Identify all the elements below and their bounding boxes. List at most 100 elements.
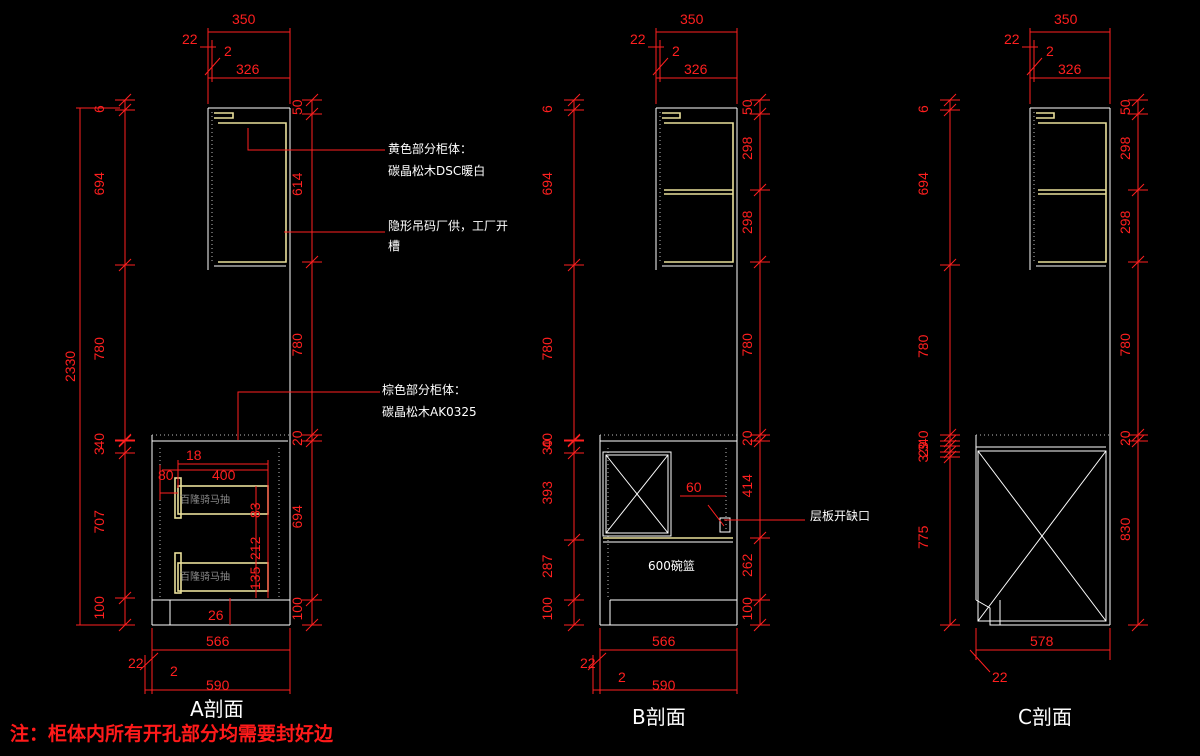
section-b-upper-cabinet [659, 112, 734, 267]
dim-c-bottom-578: 578 [1030, 633, 1054, 649]
section-c-title: C剖面 [1018, 705, 1072, 729]
b-right-dim-6: 262 [739, 553, 755, 577]
b-left-dim-1: 694 [539, 172, 555, 196]
section-a-bottom-dims: 566 22 2 590 [128, 628, 291, 694]
b-right-dim-2: 298 [739, 210, 755, 234]
a-left-dim-1: 694 [91, 172, 107, 196]
a-left-dim-0: 6 [91, 105, 107, 113]
c-left-dim-5: 29 [915, 441, 931, 457]
dim-a-83: 83 [247, 502, 263, 518]
section-a-overall-height: 2330 [62, 107, 120, 626]
c-left-dim-6: 3 [915, 455, 931, 463]
dim-a-135: 135 [247, 566, 263, 590]
section-a-right-dims: 50 614 780 20 694 100 [289, 93, 322, 632]
a-left-dim-4: 3 [91, 447, 107, 455]
b-left-dim-5: 393 [539, 481, 555, 505]
b-left-dim-7: 100 [539, 597, 555, 621]
a-right-dim-2: 780 [289, 333, 305, 357]
dim-c-top-22: 22 [1004, 31, 1020, 47]
a-right-dim-3: 20 [289, 430, 305, 446]
basket-box [602, 451, 672, 537]
dim-b-bottom-2: 2 [618, 669, 626, 685]
c-right-dim-2: 298 [1117, 210, 1133, 234]
callout-yellow-material-line2: 碳晶松木DSC暖白 [388, 163, 485, 178]
dim-a-212: 212 [247, 536, 263, 560]
section-b: 600碗篮 350 22 2 326 66947804030393287100 … [539, 11, 870, 729]
dim-a-top-350: 350 [232, 11, 256, 27]
dim-b-top-350: 350 [680, 11, 704, 27]
section-c-lower-cabinet [976, 434, 1110, 622]
section-b-title: B剖面 [632, 705, 686, 729]
b-left-dim-4: 30 [539, 439, 555, 455]
b-left-dim-0: 6 [539, 105, 555, 113]
b-right-dim-1: 298 [739, 136, 755, 160]
section-c-bottom-dims: 578 22 [969, 628, 1111, 685]
drawer-front-2 [174, 552, 182, 594]
dim-a-400: 400 [212, 467, 236, 483]
b-right-dim-7: 100 [739, 597, 755, 621]
c-left-dim-3: 40 [915, 430, 931, 446]
b-right-dim-0: 50 [739, 99, 755, 115]
dim-a-2330: 2330 [62, 351, 78, 382]
dim-c-top-326: 326 [1058, 61, 1082, 77]
callout-brown-material-line1: 棕色部分柜体： [382, 382, 466, 397]
a-right-dim-5: 100 [289, 597, 305, 621]
callout-brown-material-line2: 碳晶松木AK0325 [382, 405, 477, 419]
section-a-lower-cabinet: 百隆骑马抽 百隆骑马抽 [152, 434, 290, 598]
a-right-dim-1: 614 [289, 172, 305, 196]
dim-a-26: 26 [208, 607, 224, 623]
b-left-dim-6: 287 [539, 554, 555, 578]
dim-c-top-350: 350 [1054, 11, 1078, 27]
a-right-dim-0: 50 [289, 99, 305, 115]
c-left-dim-4: 3 [915, 444, 931, 452]
a-left-dim-5: 707 [91, 510, 107, 534]
dim-a-18: 18 [186, 447, 202, 463]
dim-b-top-2: 2 [672, 43, 680, 59]
c-right-dim-4: 20 [1117, 430, 1133, 446]
basket-label: 600碗篮 [648, 558, 695, 573]
dim-b-bottom-22: 22 [580, 655, 596, 671]
dim-a-top-326: 326 [236, 61, 260, 77]
a-right-dim-4: 694 [289, 505, 305, 529]
appliance-box [977, 450, 1107, 622]
section-c-top-dims: 350 22 2 326 [1004, 11, 1111, 104]
dim-b-bottom-566: 566 [652, 633, 676, 649]
section-b-inner-dims: 60 [680, 479, 726, 527]
b-left-dim-3: 40 [539, 433, 555, 449]
construction-note: 注：柜体内所有开孔部分均需要封好边 [10, 722, 334, 745]
callout-hanger-line2: 槽 [388, 239, 400, 253]
c-left-dim-0: 6 [915, 105, 931, 113]
drawer-label-2: 百隆骑马抽 [180, 570, 230, 583]
dim-b-60: 60 [686, 479, 702, 495]
dim-b-top-326: 326 [684, 61, 708, 77]
b-right-dim-3: 780 [739, 333, 755, 357]
section-b-cabinet-outline [599, 107, 738, 626]
callout-shelf-notch: 层板开缺口 [810, 508, 870, 523]
section-a-top-dims: 350 22 2 326 [182, 11, 291, 104]
section-c-cabinet-outline [975, 107, 1111, 626]
dim-a-bottom-22: 22 [128, 655, 144, 671]
c-right-dim-3: 780 [1117, 333, 1133, 357]
section-a-callouts: 黄色部分柜体： 碳晶松木DSC暖白 隐形吊码厂供，工厂开 槽 棕色部分柜体： 碳… [237, 128, 508, 440]
dim-a-bottom-566: 566 [206, 633, 230, 649]
section-b-callouts: 层板开缺口 [724, 508, 870, 523]
section-a-inner-dims: 18 80 400 83 212 135 26 [158, 447, 269, 625]
dim-a-top-22: 22 [182, 31, 198, 47]
section-a-upper-cabinet [211, 112, 287, 267]
b-right-dim-5: 414 [739, 474, 755, 498]
dim-c-top-2: 2 [1046, 43, 1054, 59]
dim-a-80: 80 [158, 467, 174, 483]
a-left-dim-3: 40 [91, 433, 107, 449]
section-c-upper-cabinet [1033, 112, 1107, 267]
c-left-dim-2: 780 [915, 334, 931, 358]
c-right-dim-0: 50 [1117, 99, 1133, 115]
c-left-dim-7: 775 [915, 525, 931, 549]
callout-hanger-line1: 隐形吊码厂供，工厂开 [388, 219, 508, 233]
